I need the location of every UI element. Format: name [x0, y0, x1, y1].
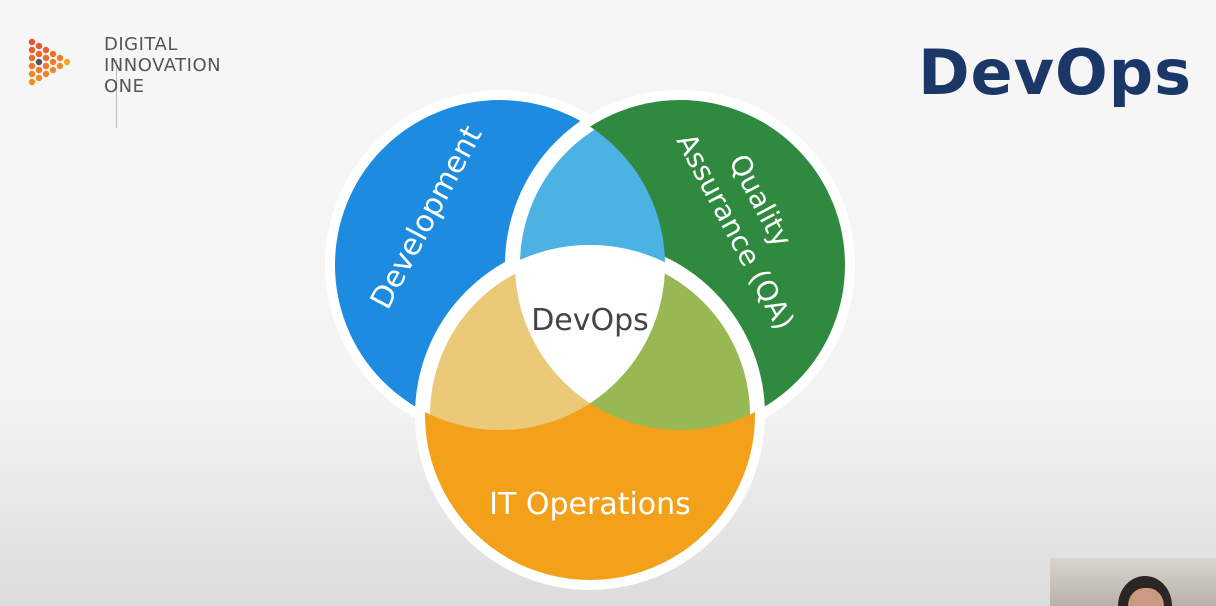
brand-logo [26, 30, 246, 128]
logo-divider [116, 60, 117, 128]
presenter-face [1128, 588, 1164, 606]
play-dots-logo-icon [28, 38, 71, 86]
operations-label: IT Operations [489, 487, 691, 522]
brand-name: DIGITAL INNOVATION ONE [104, 34, 221, 97]
webcam-thumbnail [1050, 558, 1216, 606]
brand-line-1: DIGITAL [104, 34, 178, 55]
devops-center-label: DevOps [531, 303, 649, 338]
brand-line-2: INNOVATION [104, 55, 222, 76]
page-title: DevOps [918, 36, 1192, 109]
brand-line-3: ONE [104, 76, 145, 97]
